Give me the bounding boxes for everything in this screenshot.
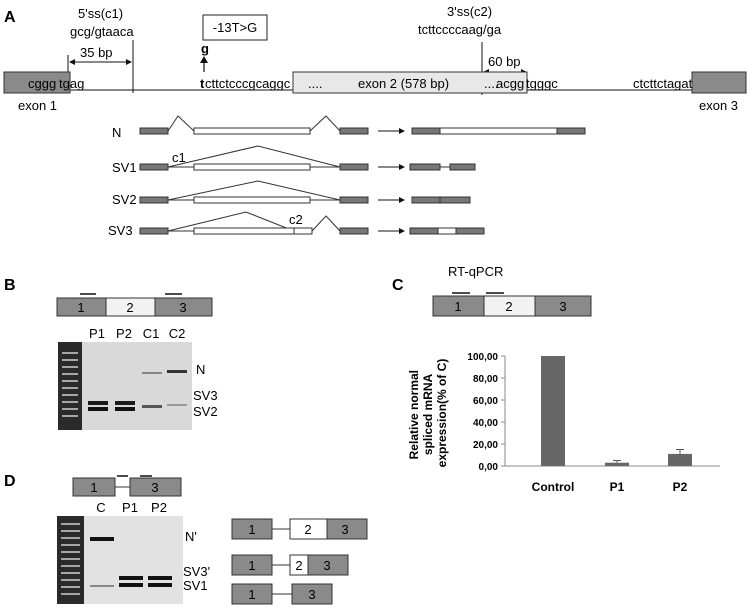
mutant-base: g — [201, 41, 209, 56]
b-lane-c2: C2 — [169, 326, 186, 341]
isoform-sv1-label: SV1 — [112, 160, 137, 175]
c-title: RT-qPCR — [448, 264, 503, 279]
x-tick-label-p1: P1 — [610, 480, 625, 494]
b-band-sv3: SV3 — [193, 388, 218, 403]
d-band-sv1: SV1 — [183, 578, 208, 593]
d-band-sv3prime: SV3' — [183, 564, 210, 579]
seq-exon1: cggg — [28, 76, 56, 91]
panel-d-exon-diagram: 1 3 — [72, 475, 182, 497]
isoform-sv2: SV2 — [112, 180, 471, 207]
isoform-n: N — [112, 115, 586, 140]
d-nprime-exon3: 3 — [341, 522, 348, 537]
chart-ylabel-line2: spliced mRNA — [421, 373, 435, 455]
x-tick-label-control: Control — [532, 480, 575, 494]
bar-p1 — [605, 462, 629, 466]
ss5-sequence: gcg/gtaaca — [70, 24, 134, 39]
seq-intron1b: cttctcccgcaggc — [205, 76, 291, 91]
exon3-label: exon 3 — [699, 98, 738, 113]
isoform-sv2-label: SV2 — [112, 192, 137, 207]
d-sv1-exon3: 3 — [308, 587, 315, 602]
x-tick-label-p2: P2 — [673, 480, 688, 494]
panel-c-exon-diagram: 1 2 3 — [432, 292, 592, 317]
b-exon2-label: 2 — [126, 300, 133, 315]
d-sv3prime-exon3: 3 — [323, 558, 330, 573]
seq-intron2b: ctcttctagat — [633, 76, 693, 91]
bp60-label: 60 bp — [488, 54, 521, 69]
d-lane-p1: P1 — [122, 500, 138, 515]
b-exon3-label: 3 — [179, 300, 186, 315]
isoform-sv3-label: SV3 — [108, 223, 133, 238]
y-tick-label: 80,00 — [473, 374, 498, 385]
gel-d — [57, 516, 183, 604]
panel-label-c: C — [392, 277, 404, 294]
bar-control — [541, 356, 565, 466]
d-sv3prime-exon2: 2 — [295, 558, 302, 573]
isoform-n-label: N — [112, 125, 121, 140]
bar-p2 — [668, 453, 692, 466]
panel-label-a: A — [4, 9, 16, 26]
bp35-arrowhead-right — [126, 59, 132, 65]
panel-label-d: D — [4, 473, 16, 490]
c2-label: c2 — [289, 212, 303, 227]
exon1-label: exon 1 — [18, 98, 57, 113]
d-diagram-sv1: 1 3 — [231, 583, 333, 605]
bp35-label: 35 bp — [80, 45, 113, 60]
exon2-box — [292, 71, 528, 94]
seq-exon2end: acgg — [496, 76, 524, 91]
panel-label-b: B — [4, 277, 16, 294]
seq-dots2: .... — [484, 76, 498, 91]
seq-intron2: tgggc — [526, 76, 558, 91]
gel-b — [58, 342, 192, 430]
y-tick-label: 60,00 — [473, 396, 498, 407]
seq-dots1: .... — [308, 76, 322, 91]
d-diagram-sv3prime: 1 2 3 — [231, 554, 349, 576]
d-sv3prime-exon1: 1 — [248, 558, 255, 573]
y-tick-label: 0,00 — [479, 462, 499, 473]
b-band-sv2: SV2 — [193, 404, 218, 419]
isoform-sv3: SV3 c2 — [108, 211, 485, 238]
seq-mutated-t: t — [200, 76, 205, 91]
d-lane-c: C — [96, 500, 105, 515]
bar-chart: Relative normal spliced mRNA expression(… — [407, 352, 720, 494]
d-sv1-exon1: 1 — [248, 587, 255, 602]
d-band-nprime: N' — [185, 529, 197, 544]
panel-b-exon-diagram: 1 2 3 — [56, 293, 213, 317]
b-band-n: N — [196, 362, 205, 377]
d-diagram-nprime: 1 2 3 — [231, 518, 368, 540]
b-lane-p2: P2 — [116, 326, 132, 341]
b-exon1-label: 1 — [77, 300, 84, 315]
seq-intron1a: tgag — [59, 76, 84, 91]
ss3-sequence: tcttccccaag/ga — [418, 22, 502, 37]
mutation-label: -13T>G — [213, 20, 257, 35]
chart-ylabel: Relative normal spliced mRNA expression(… — [407, 359, 449, 468]
ss5-label: 5'ss(c1) — [78, 6, 123, 21]
d-exon3-label: 3 — [151, 480, 158, 495]
c-exon3-label: 3 — [559, 299, 566, 314]
mutation-arrowhead — [200, 56, 208, 63]
isoform-sv1: SV1 c1 — [112, 145, 476, 175]
exon2-label: exon 2 (578 bp) — [358, 76, 449, 91]
y-tick-label: 20,00 — [473, 440, 498, 451]
exon1-box — [3, 71, 71, 94]
c-exon1-label: 1 — [454, 299, 461, 314]
c-exon2-label: 2 — [505, 299, 512, 314]
b-lane-c1: C1 — [143, 326, 160, 341]
d-exon1-label: 1 — [90, 480, 97, 495]
y-tick-label: 40,00 — [473, 418, 498, 429]
chart-ylabel-line1: Relative normal — [407, 370, 421, 459]
exon3-box — [691, 71, 747, 94]
c1-label: c1 — [172, 150, 186, 165]
d-nprime-exon1: 1 — [248, 522, 255, 537]
b-lane-p1: P1 — [89, 326, 105, 341]
chart-ylabel-line3: expression(% of C) — [435, 359, 449, 468]
bp35-arrowhead-left — [69, 59, 75, 65]
d-lane-p2: P2 — [151, 500, 167, 515]
d-nprime-exon2: 2 — [304, 522, 311, 537]
y-tick-label: 100,00 — [467, 352, 498, 363]
mutation-box — [202, 14, 268, 41]
ss3-label: 3'ss(c2) — [447, 4, 492, 19]
